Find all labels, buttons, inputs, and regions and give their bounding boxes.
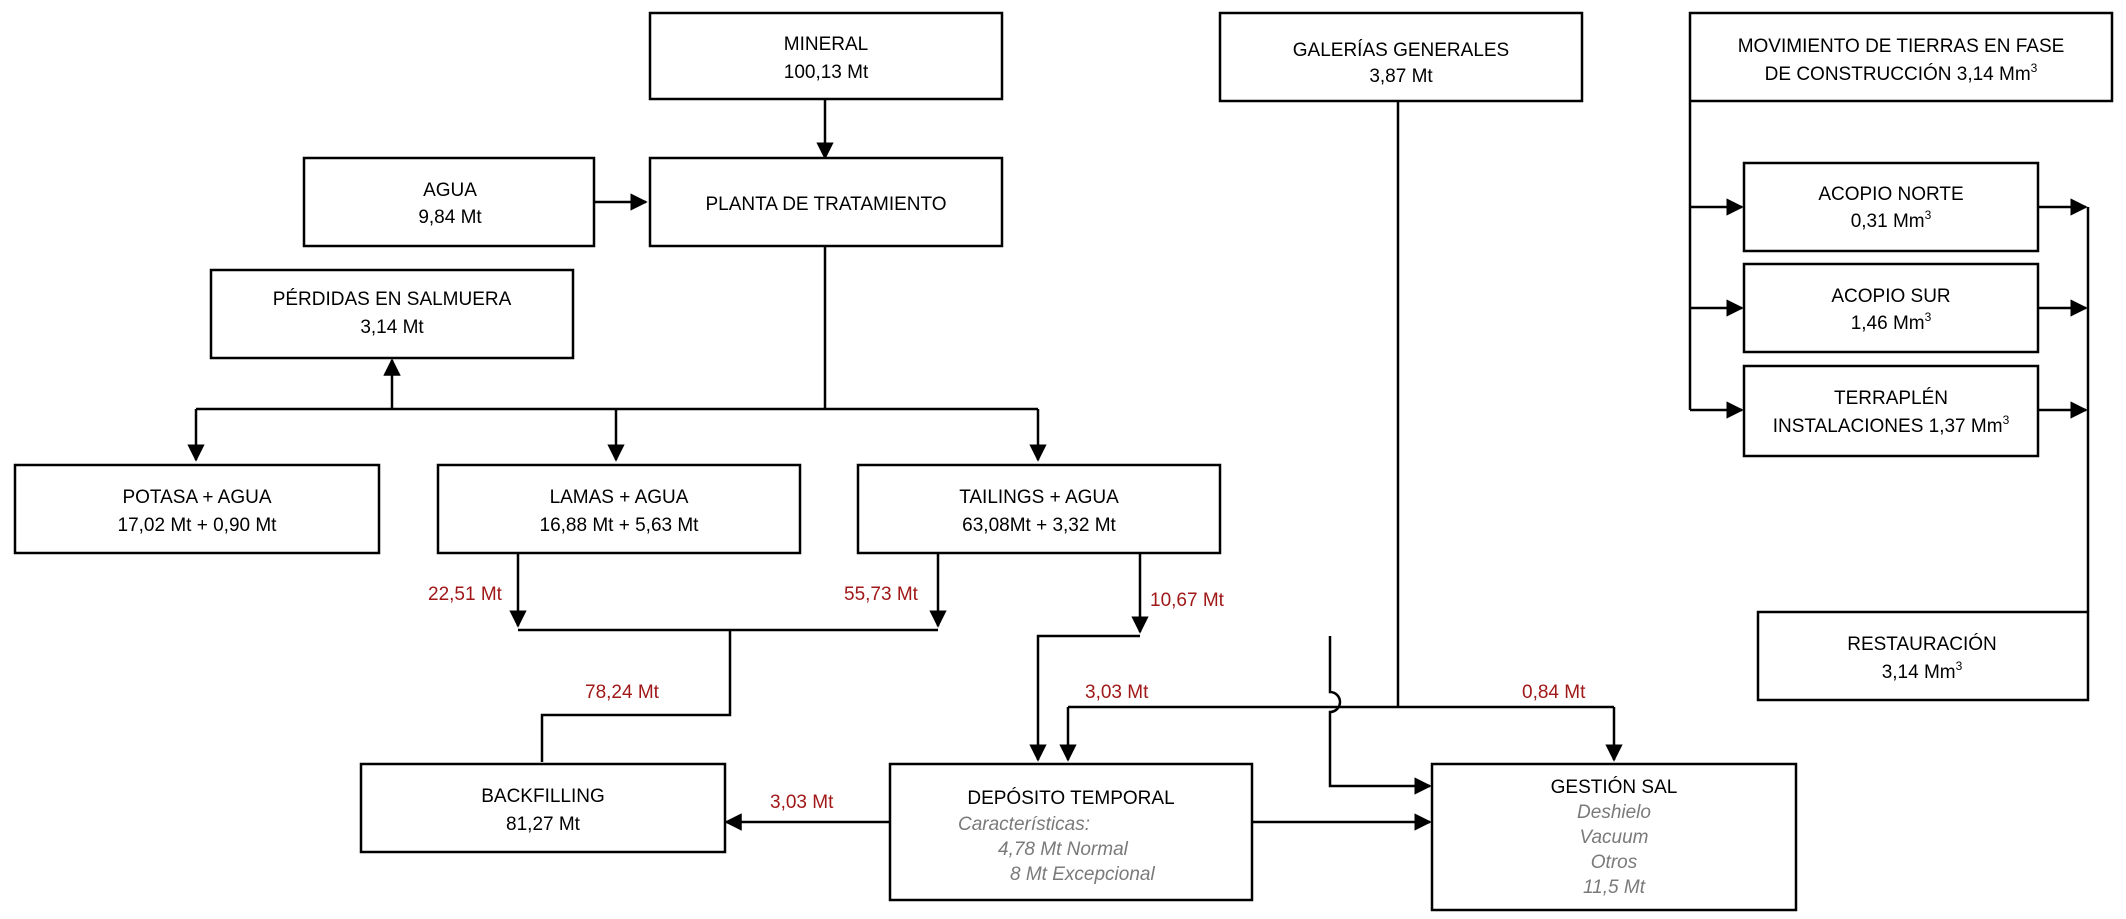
flow-label-deposito-to-backfilling: 3,03 Mt xyxy=(770,792,834,813)
node-perdidas-value: 3,14 Mt xyxy=(360,317,424,338)
connector-tailings-deposito xyxy=(1029,634,1140,762)
node-tailings-value: 63,08Mt + 3,32 Mt xyxy=(962,515,1116,536)
node-planta: PLANTA DE TRATAMIENTO xyxy=(648,156,1004,248)
node-deposito-title: DEPÓSITO TEMPORAL xyxy=(967,787,1174,809)
node-deposito-subtitle: Características: xyxy=(958,814,1090,835)
node-gestion-total: 11,5 Mt xyxy=(1583,877,1646,898)
node-perdidas-title: PÉRDIDAS EN SALMUERA xyxy=(273,289,512,310)
node-backfilling-title: BACKFILLING xyxy=(481,786,605,807)
connector-bypass-gestion xyxy=(1328,636,1432,795)
node-acopio-sur: ACOPIO SUR 1,46 Mm3 xyxy=(1742,262,2040,354)
node-galerias-title: GALERÍAS GENERALES xyxy=(1293,40,1509,61)
node-backfilling: BACKFILLING 81,27 Mt xyxy=(359,762,727,854)
node-agua-value: 9,84 Mt xyxy=(418,207,482,228)
node-deposito: DEPÓSITO TEMPORAL Características: 4,78 … xyxy=(888,762,1254,902)
node-agua: AGUA 9,84 Mt xyxy=(302,156,596,248)
node-galerias: GALERÍAS GENERALES 3,87 Mt xyxy=(1218,11,1584,103)
node-acopio-norte: ACOPIO NORTE 0,31 Mm3 xyxy=(1742,161,2040,253)
node-deposito-excepcional: 8 Mt Excepcional xyxy=(1010,864,1155,885)
flow-label-galerias-to-deposito: 3,03 Mt xyxy=(1085,682,1149,703)
node-lamas: LAMAS + AGUA 16,88 Mt + 5,63 Mt xyxy=(436,463,802,555)
node-acopio-norte-value: 0,31 Mm3 xyxy=(1851,208,1932,232)
node-acopio-sur-title: ACOPIO SUR xyxy=(1831,286,1950,307)
node-movimiento: MOVIMIENTO DE TIERRAS EN FASE DE CONSTRU… xyxy=(1688,11,2114,103)
node-acopio-sur-value: 1,46 Mm3 xyxy=(1851,310,1932,334)
node-lamas-title: LAMAS + AGUA xyxy=(550,487,689,508)
node-movimiento-title: MOVIMIENTO DE TIERRAS EN FASE xyxy=(1738,36,2065,57)
node-potasa: POTASA + AGUA 17,02 Mt + 0,90 Mt xyxy=(13,463,381,555)
flow-labels: 22,51 Mt 55,73 Mt 10,67 Mt 78,24 Mt 3,03… xyxy=(428,584,1586,813)
node-deposito-normal: 4,78 Mt Normal xyxy=(998,839,1129,860)
node-gestion-title: GESTIÓN SAL xyxy=(1551,776,1678,798)
flow-label-to-backfilling: 78,24 Mt xyxy=(585,682,660,703)
node-mineral-value: 100,13 Mt xyxy=(784,62,869,83)
node-acopio-norte-title: ACOPIO NORTE xyxy=(1818,184,1963,205)
node-gestion-otros: Otros xyxy=(1591,852,1638,873)
node-gestion: GESTIÓN SAL Deshielo Vacuum Otros 11,5 M… xyxy=(1430,762,1798,912)
node-perdidas: PÉRDIDAS EN SALMUERA 3,14 Mt xyxy=(209,268,575,360)
node-mineral-title: MINERAL xyxy=(784,34,868,55)
node-galerias-value: 3,87 Mt xyxy=(1369,66,1433,87)
node-gestion-vacuum: Vacuum xyxy=(1580,827,1649,848)
node-movimiento-value: DE CONSTRUCCIÓN 3,14 Mm3 xyxy=(1765,61,2038,85)
node-mineral: MINERAL 100,13 Mt xyxy=(648,11,1004,101)
node-restauracion-title: RESTAURACIÓN xyxy=(1847,633,1997,655)
node-tailings: TAILINGS + AGUA 63,08Mt + 3,32 Mt xyxy=(856,463,1222,555)
node-potasa-value: 17,02 Mt + 0,90 Mt xyxy=(118,515,278,536)
connector-join-backfilling xyxy=(540,630,732,762)
flow-label-tailings-out: 55,73 Mt xyxy=(844,584,919,605)
node-planta-title: PLANTA DE TRATAMIENTO xyxy=(705,194,946,215)
node-agua-title: AGUA xyxy=(423,180,477,201)
node-restauracion: RESTAURACIÓN 3,14 Mm3 xyxy=(1756,610,2090,702)
node-terraplen: TERRAPLÉN INSTALACIONES 1,37 Mm3 xyxy=(1742,364,2040,458)
node-backfilling-value: 81,27 Mt xyxy=(506,814,581,835)
node-lamas-value: 16,88 Mt + 5,63 Mt xyxy=(540,515,700,536)
connectors xyxy=(187,99,2090,831)
node-potasa-title: POTASA + AGUA xyxy=(122,487,271,508)
flow-label-galerias-to-gestion: 0,84 Mt xyxy=(1522,682,1586,703)
flow-label-tailings-to-deposito: 10,67 Mt xyxy=(1150,590,1225,611)
node-terraplen-value: INSTALACIONES 1,37 Mm3 xyxy=(1773,413,2010,437)
node-restauracion-value: 3,14 Mm3 xyxy=(1882,659,1963,683)
node-tailings-title: TAILINGS + AGUA xyxy=(959,487,1119,508)
node-terraplen-title: TERRAPLÉN xyxy=(1834,388,1948,409)
flow-label-lamas-out: 22,51 Mt xyxy=(428,584,503,605)
node-gestion-deshielo: Deshielo xyxy=(1577,802,1651,823)
